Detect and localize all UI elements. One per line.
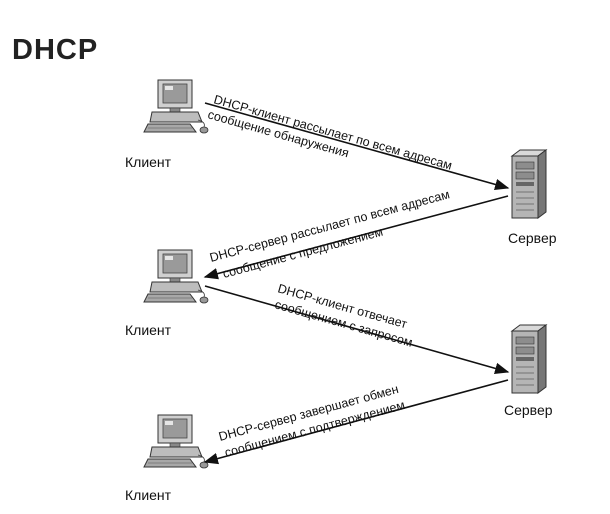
client-node-2: Клиент: [125, 249, 209, 338]
server-label: Сервер: [504, 402, 553, 418]
ack-arrow: [203, 379, 509, 465]
computer-icon: [143, 414, 209, 469]
client-node-1: Клиент: [125, 79, 209, 170]
server-tower-icon: [511, 149, 547, 219]
server-tower-icon: [511, 324, 547, 394]
client-label: Клиент: [125, 154, 172, 170]
page-title: DHCP: [12, 34, 99, 66]
server-label: Сервер: [508, 230, 557, 246]
client-label: Клиент: [125, 322, 172, 338]
request-arrow: [204, 285, 510, 375]
offer-arrow: [203, 195, 509, 280]
server-node-2: Сервер: [504, 324, 553, 418]
client-label: Клиент: [125, 487, 172, 503]
client-node-3: Клиент: [125, 414, 209, 503]
discover-arrow: [204, 102, 510, 191]
computer-icon: [143, 249, 209, 304]
server-node-1: Сервер: [508, 149, 557, 246]
offer-message-line1: DHCP-сервер рассылает по всем адресам: [208, 187, 451, 265]
computer-icon: [143, 79, 209, 134]
